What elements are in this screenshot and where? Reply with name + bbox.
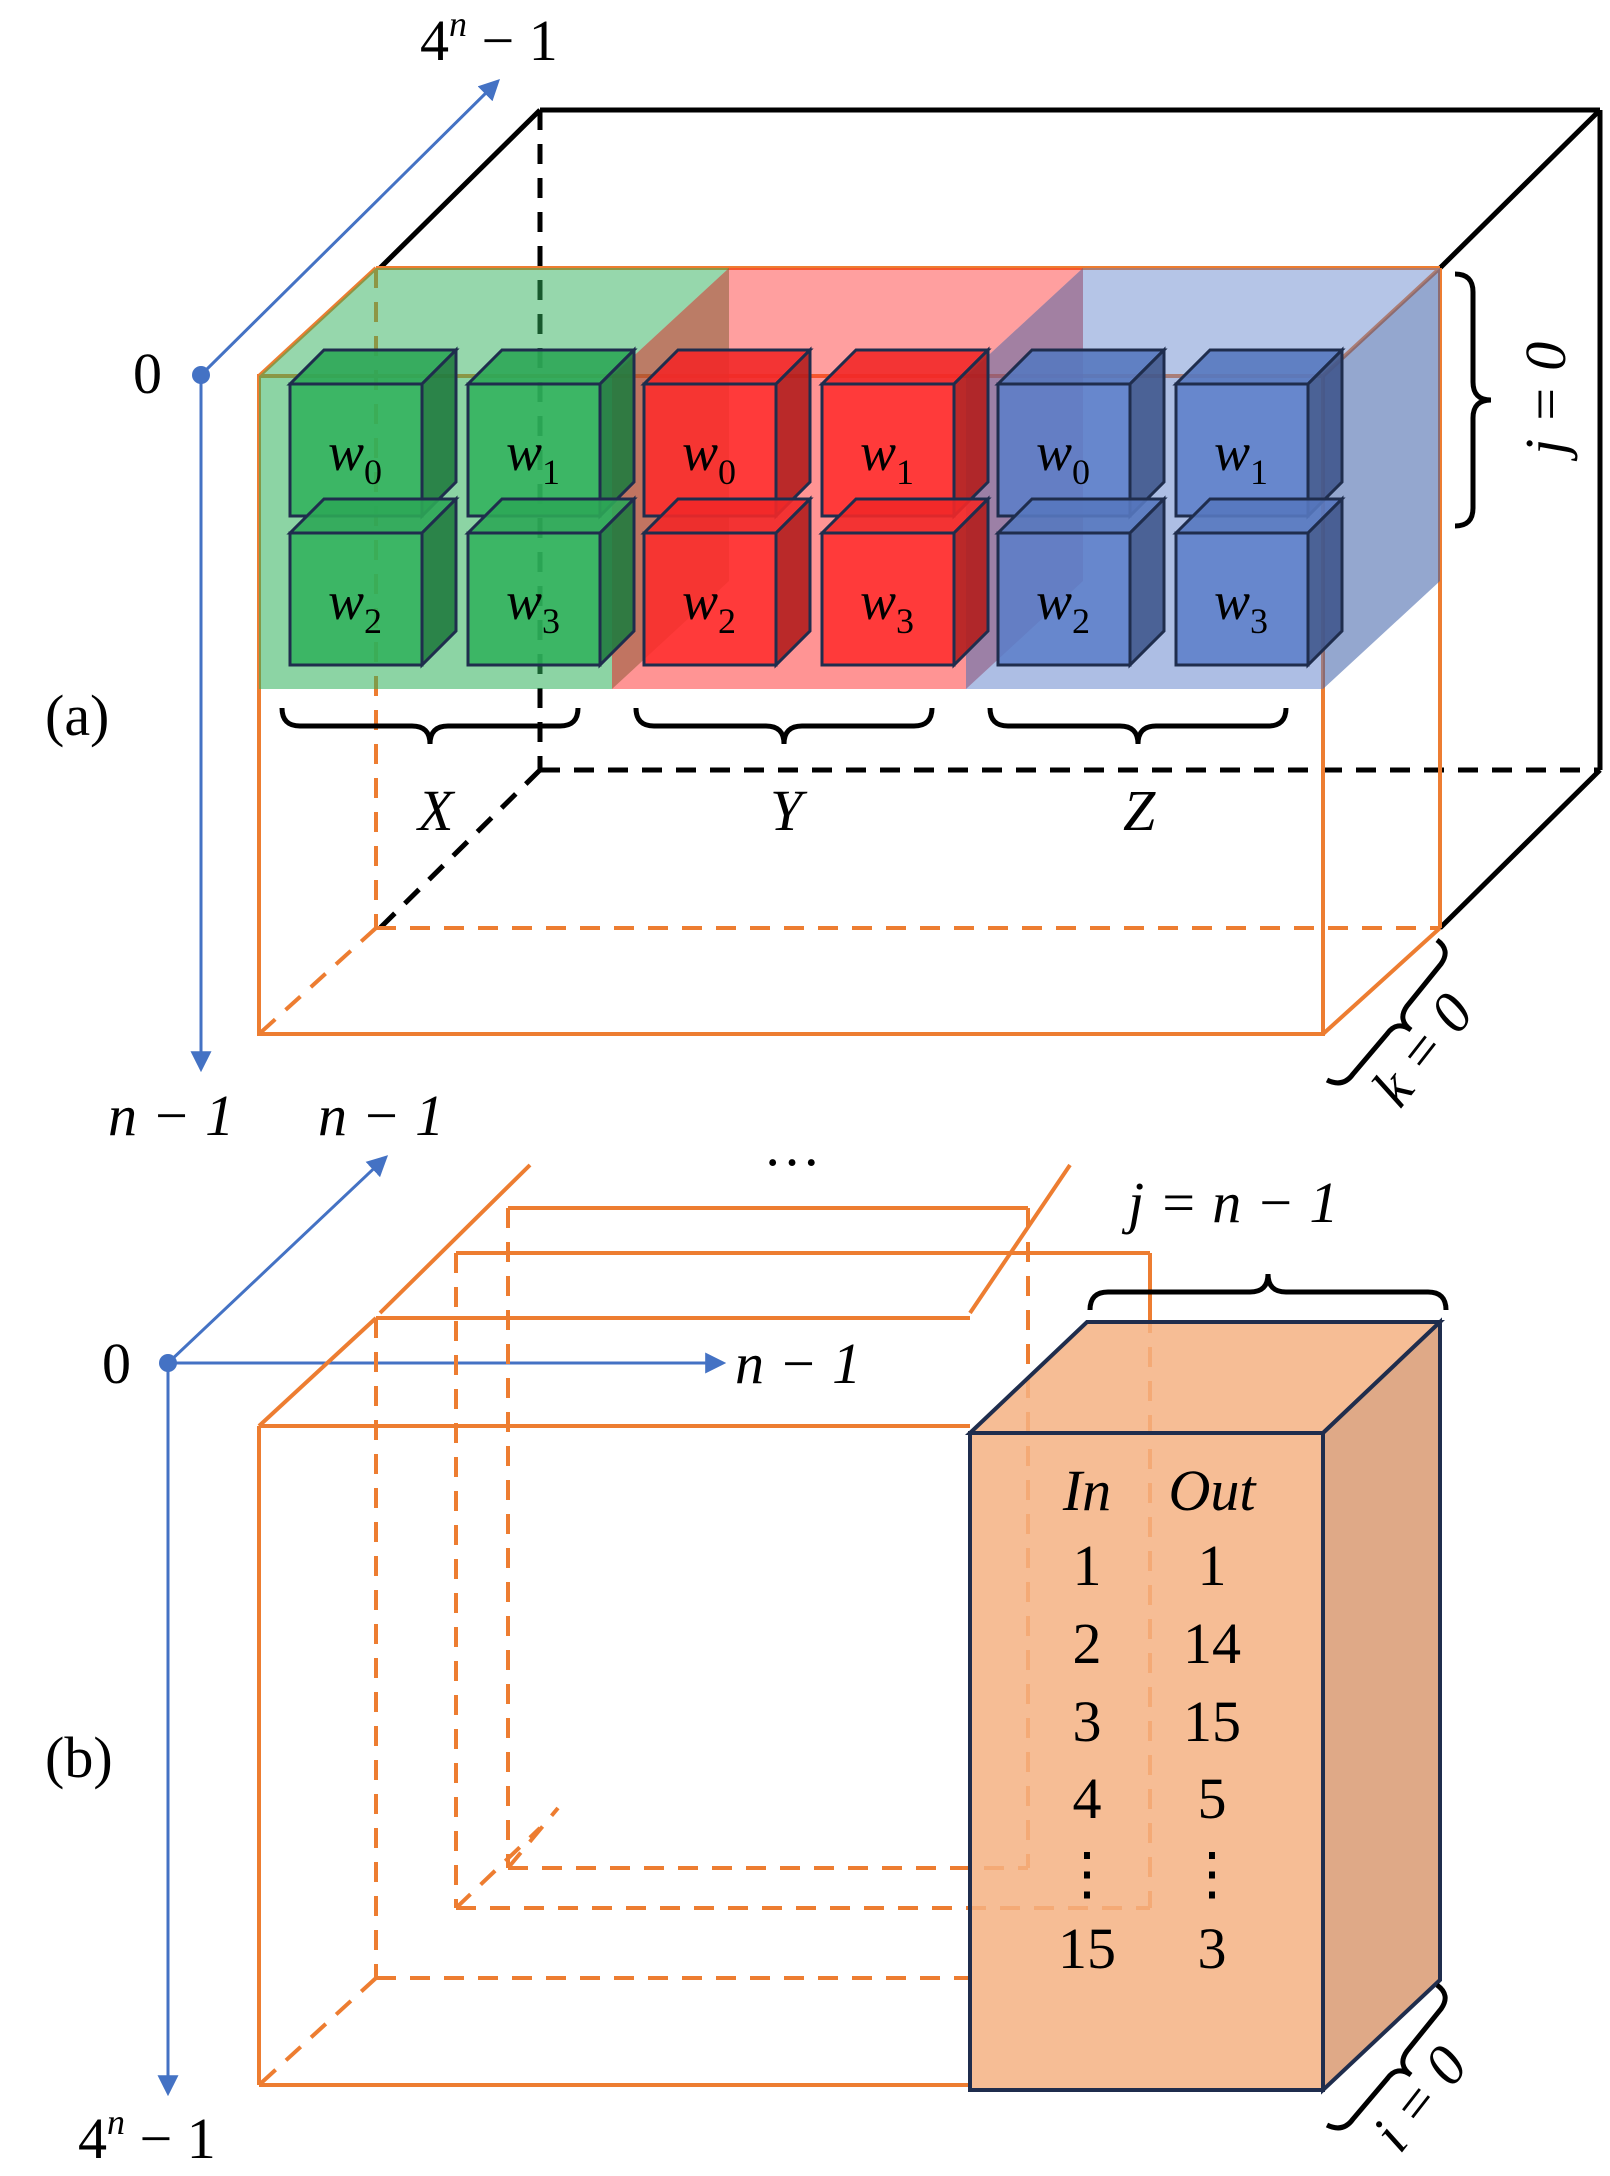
table-cell-in: 1 xyxy=(1073,1533,1102,1598)
column-box xyxy=(964,1317,1446,2095)
table-cell-in: 3 xyxy=(1073,1689,1102,1754)
cube-label: w2 xyxy=(328,571,382,641)
cube-label: w0 xyxy=(328,422,382,492)
table-cell-in: 4 xyxy=(1073,1766,1102,1831)
i-label: i = 0 xyxy=(1359,2034,1480,2163)
axis-a-top-end: 4n − 1 xyxy=(420,4,558,73)
axis-b-diag-end: n − 1 xyxy=(318,1083,444,1148)
table-cell-in: ⋮ xyxy=(1058,1841,1116,1906)
cube-Y-w2: w2 xyxy=(640,495,814,669)
group-X-label: X xyxy=(416,778,456,843)
k-brace xyxy=(1325,937,1448,1086)
cube-label: w0 xyxy=(682,422,736,492)
cube-label: w3 xyxy=(860,571,914,641)
cube-Z-w1: w1 xyxy=(1172,346,1346,520)
table-cell-out: ⋮ xyxy=(1183,1841,1241,1906)
table-row: 3 15 xyxy=(1073,1689,1242,1754)
panel-a-axes: 0 4n − 1 n − 1 xyxy=(108,4,558,1148)
cube-X-w0: w0 xyxy=(286,346,460,520)
panel-a: (a) 0 4n − 1 n − 1 xyxy=(45,4,1603,1148)
group-Z-label: Z xyxy=(1123,778,1156,843)
j-label-b: j = n − 1 xyxy=(1121,1170,1338,1235)
cube-Z-w0: w0 xyxy=(994,346,1168,520)
table-row: 2 14 xyxy=(1073,1611,1242,1676)
cube-X-w1: w1 xyxy=(464,346,638,520)
table-header-in: In xyxy=(1062,1458,1111,1523)
axis-a-down-end: n − 1 xyxy=(108,1083,234,1148)
group-Y-cubes: w0 w1 w2 w3 xyxy=(640,346,992,669)
table-cell-out: 1 xyxy=(1198,1533,1227,1598)
cube-Z-w3: w3 xyxy=(1172,495,1346,669)
cube-label: w2 xyxy=(682,571,736,641)
j-label: j = 0 xyxy=(1513,342,1578,462)
panel-b-axes: 0 n − 1 n − 1 4n − 1 xyxy=(78,1083,861,2171)
cube-label: w1 xyxy=(506,422,560,492)
cube-X-w3: w3 xyxy=(464,495,638,669)
cube-label: w3 xyxy=(506,571,560,641)
cube-X-w2: w2 xyxy=(286,495,460,669)
cube-label: w3 xyxy=(1214,571,1268,641)
table-cell-in: 15 xyxy=(1058,1916,1116,1981)
table-cell-in: 2 xyxy=(1073,1611,1102,1676)
cube-label: w1 xyxy=(860,422,914,492)
table-row: ⋮⋮ xyxy=(1058,1841,1241,1906)
cube-label: w1 xyxy=(1214,422,1268,492)
i-brace xyxy=(1325,1982,1448,2131)
panel-b-label: (b) xyxy=(45,1725,113,1790)
group-Z-cubes: w0 w1 w2 w3 xyxy=(994,346,1346,669)
table-header-out: Out xyxy=(1169,1458,1258,1523)
j-brace xyxy=(1454,271,1492,529)
cube-Y-w3: w3 xyxy=(818,495,992,669)
panel-b: (b) 0 n − 1 n − 1 4n − 1 xyxy=(45,1083,1480,2171)
table-cell-out: 14 xyxy=(1183,1611,1241,1676)
axis-a-origin: 0 xyxy=(133,341,162,406)
cube-label: w2 xyxy=(1036,571,1090,641)
j-brace-b xyxy=(1087,1273,1449,1311)
panel-a-label: (a) xyxy=(45,683,109,748)
cube-label: w0 xyxy=(1036,422,1090,492)
cube-Y-w0: w0 xyxy=(640,346,814,520)
cube-Y-w1: w1 xyxy=(818,346,992,520)
group-X-cubes: w0 w1 w2 w3 xyxy=(286,346,638,669)
axis-b-right-end: n − 1 xyxy=(735,1331,861,1396)
table-cell-out: 15 xyxy=(1183,1689,1241,1754)
table-row: 15 3 xyxy=(1058,1916,1227,1981)
panel-a-cubes: w0 w1 w2 w3 w0 w1 w2 w3 w0 w1 w2 w3 xyxy=(286,346,1346,669)
table-cell-out: 5 xyxy=(1198,1766,1227,1831)
ellipsis: ··· xyxy=(763,1130,821,1195)
cube-Z-w2: w2 xyxy=(994,495,1168,669)
axis-b-origin: 0 xyxy=(102,1331,131,1396)
axis-b-down-end: 4n − 1 xyxy=(78,2102,216,2171)
k-label: k = 0 xyxy=(1359,981,1486,1118)
group-braces xyxy=(279,707,1289,745)
group-Y-label: Y xyxy=(770,778,808,843)
table-cell-out: 3 xyxy=(1198,1916,1227,1981)
